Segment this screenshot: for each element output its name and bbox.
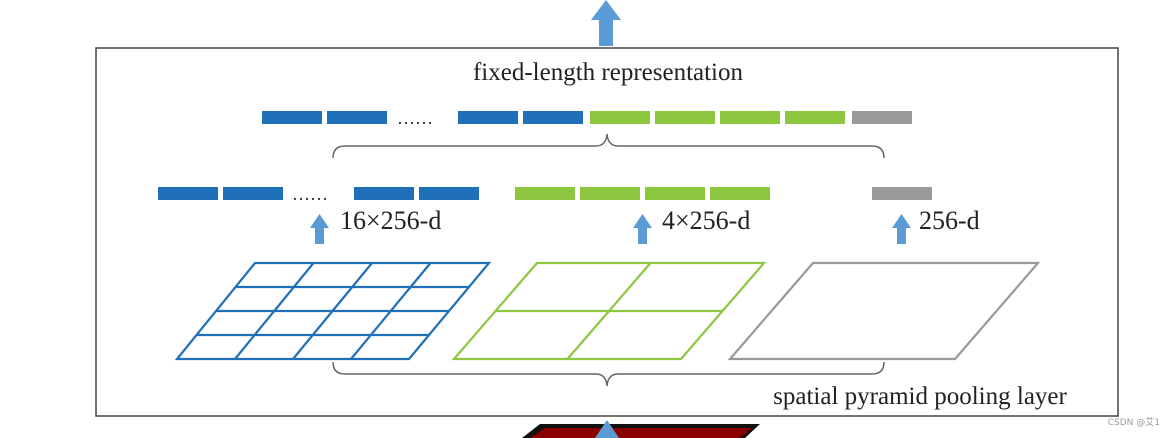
spp-layer-label: spatial pyramid pooling layer <box>773 383 1067 410</box>
grid-1x1 <box>727 261 1041 361</box>
vector-segment-green <box>655 111 715 124</box>
vector-segment-blue <box>523 111 583 124</box>
csdn-watermark: CSDN @艾1 <box>1107 418 1160 428</box>
pooled-vector-1 <box>872 187 932 200</box>
pooled-segment-blue <box>158 187 218 200</box>
pooled-segment-blue <box>354 187 414 200</box>
vector-segment-green <box>720 111 780 124</box>
vector-segment-gray <box>852 111 912 124</box>
grid-outline <box>451 261 767 361</box>
fixed-length-vector: …… <box>262 108 912 128</box>
output-arrow <box>591 0 621 46</box>
feature-map-edge-red <box>530 428 752 438</box>
grid-4x4 <box>174 261 492 361</box>
pooled-segment-green <box>710 187 770 200</box>
fixed-length-title: fixed-length representation <box>473 59 744 86</box>
vector-segment-blue <box>262 111 322 124</box>
vector-segment-green <box>785 111 845 124</box>
vector-segment-green <box>590 111 650 124</box>
pooled-vector-16: …… <box>158 184 479 204</box>
pooled-vector-4 <box>515 187 770 200</box>
vector-segment-blue <box>458 111 518 124</box>
vector-segment-blue <box>327 111 387 124</box>
pooling-grids <box>174 261 1041 361</box>
arrow-4 <box>633 214 652 244</box>
pooled-segment-gray <box>872 187 932 200</box>
pooled-segment-blue <box>223 187 283 200</box>
pooled-segment-blue <box>419 187 479 200</box>
arrow-16 <box>310 214 329 244</box>
dim-label-4: 4×256-d <box>662 206 750 235</box>
spp-frame <box>95 47 1119 417</box>
grid-outline <box>174 261 492 361</box>
dim-label-16: 16×256-d <box>340 206 441 235</box>
grid-outline <box>727 261 1041 361</box>
spp-brace <box>332 361 885 387</box>
pooled-segment-green <box>580 187 640 200</box>
grid-2x2 <box>451 261 767 361</box>
input-arrow <box>595 420 619 438</box>
arrow-1 <box>892 214 911 244</box>
concat-brace <box>332 133 885 159</box>
pooled-segment-green <box>645 187 705 200</box>
pooled-ellipsis: …… <box>292 184 328 204</box>
pooled-segment-green <box>515 187 575 200</box>
vector-ellipsis: …… <box>397 108 433 128</box>
dim-label-1: 256-d <box>919 206 980 235</box>
